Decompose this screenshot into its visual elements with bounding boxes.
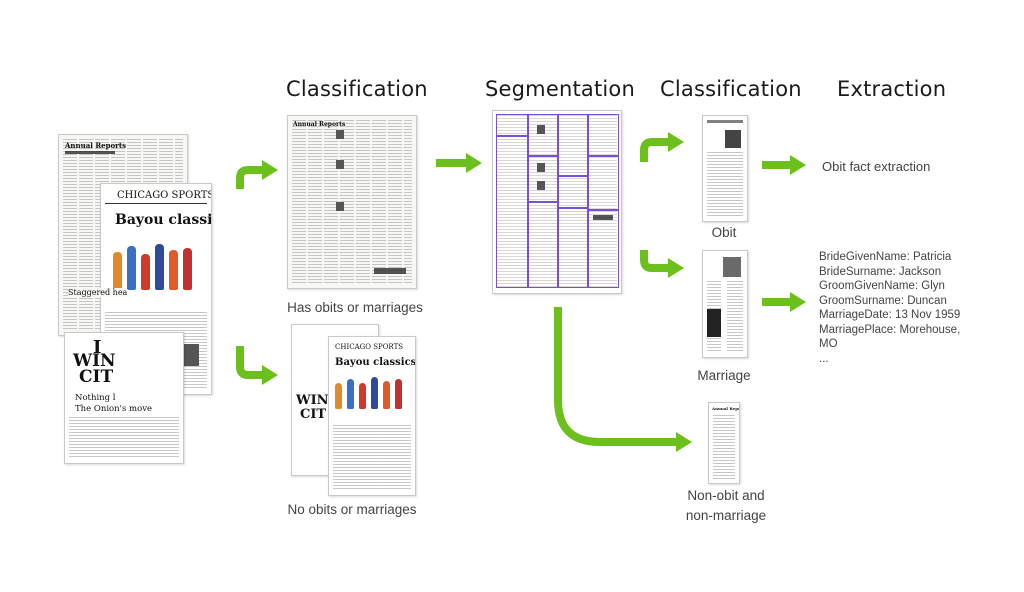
non-obit-label-line-1: Non-obit and bbox=[687, 488, 765, 503]
field-groom-surname: GroomSurname: Duncan bbox=[819, 294, 947, 307]
has-obits-label: Has obits or marriages bbox=[287, 300, 423, 315]
obit-clipping bbox=[702, 115, 748, 222]
obit-label: Obit bbox=[711, 225, 737, 240]
masthead-text: CHICAGO SPORTS bbox=[117, 190, 212, 201]
arrow-head-non-obit bbox=[676, 432, 692, 452]
arrow-to-has-obits bbox=[236, 166, 262, 189]
obit-portrait bbox=[725, 130, 741, 148]
field-bride-given-name: BrideGivenName: Patricia bbox=[819, 251, 952, 263]
arrow-to-non-obit bbox=[554, 307, 676, 446]
extraction-stage-title: Extraction bbox=[837, 77, 947, 101]
segmentation-stage-title: Segmentation bbox=[485, 77, 635, 101]
marriage-extraction-fields: BrideGivenName: Patricia BrideSurname: J… bbox=[819, 250, 960, 366]
no-obits-big-letters-win: WIN bbox=[296, 393, 329, 408]
newspaper-page-onion: I WIN CIT Nothing l The Onion's move bbox=[64, 332, 184, 464]
headline-text: Bayou classics bbox=[115, 212, 212, 228]
arrow-head-obit-fact-extraction bbox=[790, 155, 806, 175]
arrow-head-marriage-fields bbox=[790, 292, 806, 312]
big-letters-cit: CIT bbox=[79, 367, 114, 387]
arrow-to-no-obits bbox=[236, 346, 262, 379]
field-marriage-place-cont: MO bbox=[819, 338, 838, 350]
no-obits-big-letters-cit: CIT bbox=[300, 407, 327, 422]
arrow-to-marriage bbox=[640, 250, 668, 272]
marriage-clipping bbox=[702, 250, 748, 358]
big-letters-win: WIN bbox=[73, 351, 116, 371]
small-headline: Staggered hea bbox=[68, 288, 128, 297]
classification-stage-title-2: Classification bbox=[660, 77, 802, 101]
classification-stage-title-1: Classification bbox=[286, 77, 428, 101]
arrow-head-obit bbox=[668, 132, 684, 152]
athletes-photo bbox=[107, 244, 205, 306]
arrow-head-no-obits bbox=[262, 365, 278, 385]
no-obits-label: No obits or marriages bbox=[287, 502, 417, 517]
arrow-head-has-obits bbox=[262, 160, 278, 180]
arrow-head-segmentation bbox=[466, 153, 482, 173]
marriage-label: Marriage bbox=[697, 368, 751, 383]
subhead-nothing: Nothing l bbox=[75, 393, 116, 403]
field-marriage-date: MarriageDate: 13 Nov 1959 bbox=[819, 309, 961, 321]
non-obit-label-line-2: non-marriage bbox=[685, 508, 767, 523]
big-letter-i: I bbox=[93, 337, 102, 358]
non-obit-clipping: Annual Reports bbox=[708, 402, 740, 484]
no-obits-headline: Bayou classics bbox=[335, 357, 416, 368]
obit-fact-extraction-label: Obit fact extraction bbox=[822, 159, 931, 174]
has-obits-newspaper: Annual Reports bbox=[287, 115, 417, 289]
field-ellipsis: ... bbox=[819, 352, 829, 365]
field-bride-surname: BrideSurname: Jackson bbox=[819, 265, 942, 278]
subhead-onion: The Onion's move bbox=[75, 404, 153, 414]
arrow-to-obit bbox=[640, 138, 668, 162]
bride-portrait bbox=[723, 257, 741, 277]
field-groom-given-name: GroomGivenName: Glyn bbox=[819, 280, 945, 292]
arrow-head-marriage bbox=[668, 258, 684, 278]
no-obits-masthead: CHICAGO SPORTS bbox=[335, 343, 404, 351]
segmented-newspaper bbox=[492, 110, 622, 294]
field-marriage-place: MarriagePlace: Morehouse, bbox=[819, 323, 961, 336]
